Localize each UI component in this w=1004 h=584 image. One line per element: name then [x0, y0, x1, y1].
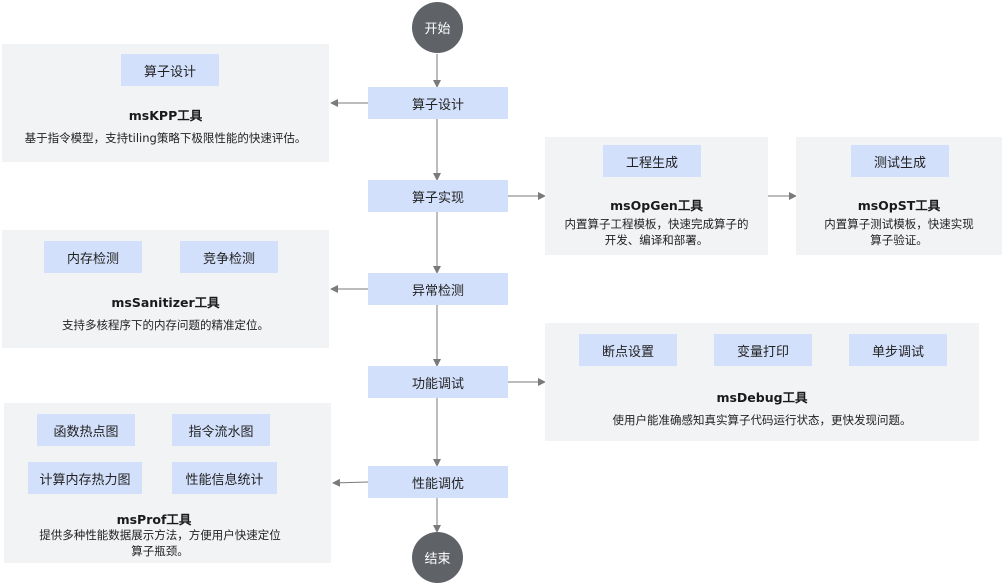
- mskpp-title: msKPP工具: [128, 108, 203, 123]
- msopst-description-line1: 内置算子测试模板，快速实现: [824, 217, 974, 231]
- msprof-item-hotspot: 函数热点图: [37, 414, 135, 446]
- msopgen-description-line2: 开发、编译和部署。: [604, 233, 709, 247]
- msprof-item-pipeline: 指令流水图: [172, 414, 270, 446]
- mssanitizer-title: msSanitizer工具: [111, 295, 220, 310]
- mskpp-item-design: 算子设计: [121, 54, 219, 86]
- msdebug-panel: 断点设置 变量打印 单步调试 msDebug工具 使用户能准确感知真实算子代码运…: [545, 323, 979, 441]
- msdebug-title: msDebug工具: [716, 390, 808, 405]
- mssanitizer-item-memory: 内存检测: [44, 241, 142, 273]
- step-operator-implementation: 算子实现: [368, 180, 508, 212]
- mssanitizer-panel: 内存检测 竞争检测 msSanitizer工具 支持多核程序下的内存问题的精准定…: [2, 230, 329, 348]
- msopst-panel: 测试生成 msOpST工具 内置算子测试模板，快速实现 算子验证。: [796, 137, 1002, 255]
- start-node: 开始: [412, 2, 463, 53]
- msopgen-title: msOpGen工具: [610, 198, 703, 213]
- end-node: 结束: [412, 532, 463, 583]
- step-operator-design: 算子设计: [368, 87, 508, 119]
- msprof-panel: 函数热点图 指令流水图 计算内存热力图 性能信息统计 msProf工具 提供多种…: [4, 403, 331, 563]
- msdebug-item-print-variable: 变量打印: [714, 334, 812, 366]
- msprof-description-line1: 提供多种性能数据展示方法，方便用户快速定位: [39, 528, 281, 542]
- msdebug-item-breakpoint: 断点设置: [579, 334, 677, 366]
- msprof-item-memory-heatmap: 计算内存热力图: [28, 462, 142, 494]
- msdebug-item-step: 单步调试: [849, 334, 947, 366]
- msopgen-description-line1: 内置算子工程模板，快速完成算子的: [564, 217, 749, 231]
- msopst-description-line2: 算子验证。: [870, 233, 928, 247]
- msprof-item-statistics: 性能信息统计: [172, 462, 277, 494]
- step-function-debug: 功能调试: [368, 366, 508, 398]
- msopst-title: msOpST工具: [857, 198, 941, 213]
- msdebug-description: 使用户能准确感知真实算子代码运行状态，更快发现问题。: [612, 413, 912, 427]
- arrow-perf-to-prof: [332, 478, 369, 487]
- mssanitizer-description: 支持多核程序下的内存问题的精准定位。: [62, 318, 269, 332]
- step-anomaly-detection: 异常检测: [368, 273, 508, 305]
- msopgen-item-project: 工程生成: [603, 145, 701, 177]
- step-performance-tuning: 性能调优: [368, 466, 508, 498]
- msopgen-panel: 工程生成 msOpGen工具 内置算子工程模板，快速完成算子的 开发、编译和部署…: [545, 137, 768, 255]
- msprof-description-line2: 算子瓶颈。: [131, 544, 189, 558]
- msprof-title: msProf工具: [116, 512, 192, 527]
- msopst-item-test: 测试生成: [851, 145, 949, 177]
- mskpp-panel: 算子设计 msKPP工具 基于指令模型，支持tiling策略下极限性能的快速评估…: [2, 44, 329, 162]
- mssanitizer-item-race: 竞争检测: [180, 241, 278, 273]
- mskpp-description: 基于指令模型，支持tiling策略下极限性能的快速评估。: [24, 131, 307, 145]
